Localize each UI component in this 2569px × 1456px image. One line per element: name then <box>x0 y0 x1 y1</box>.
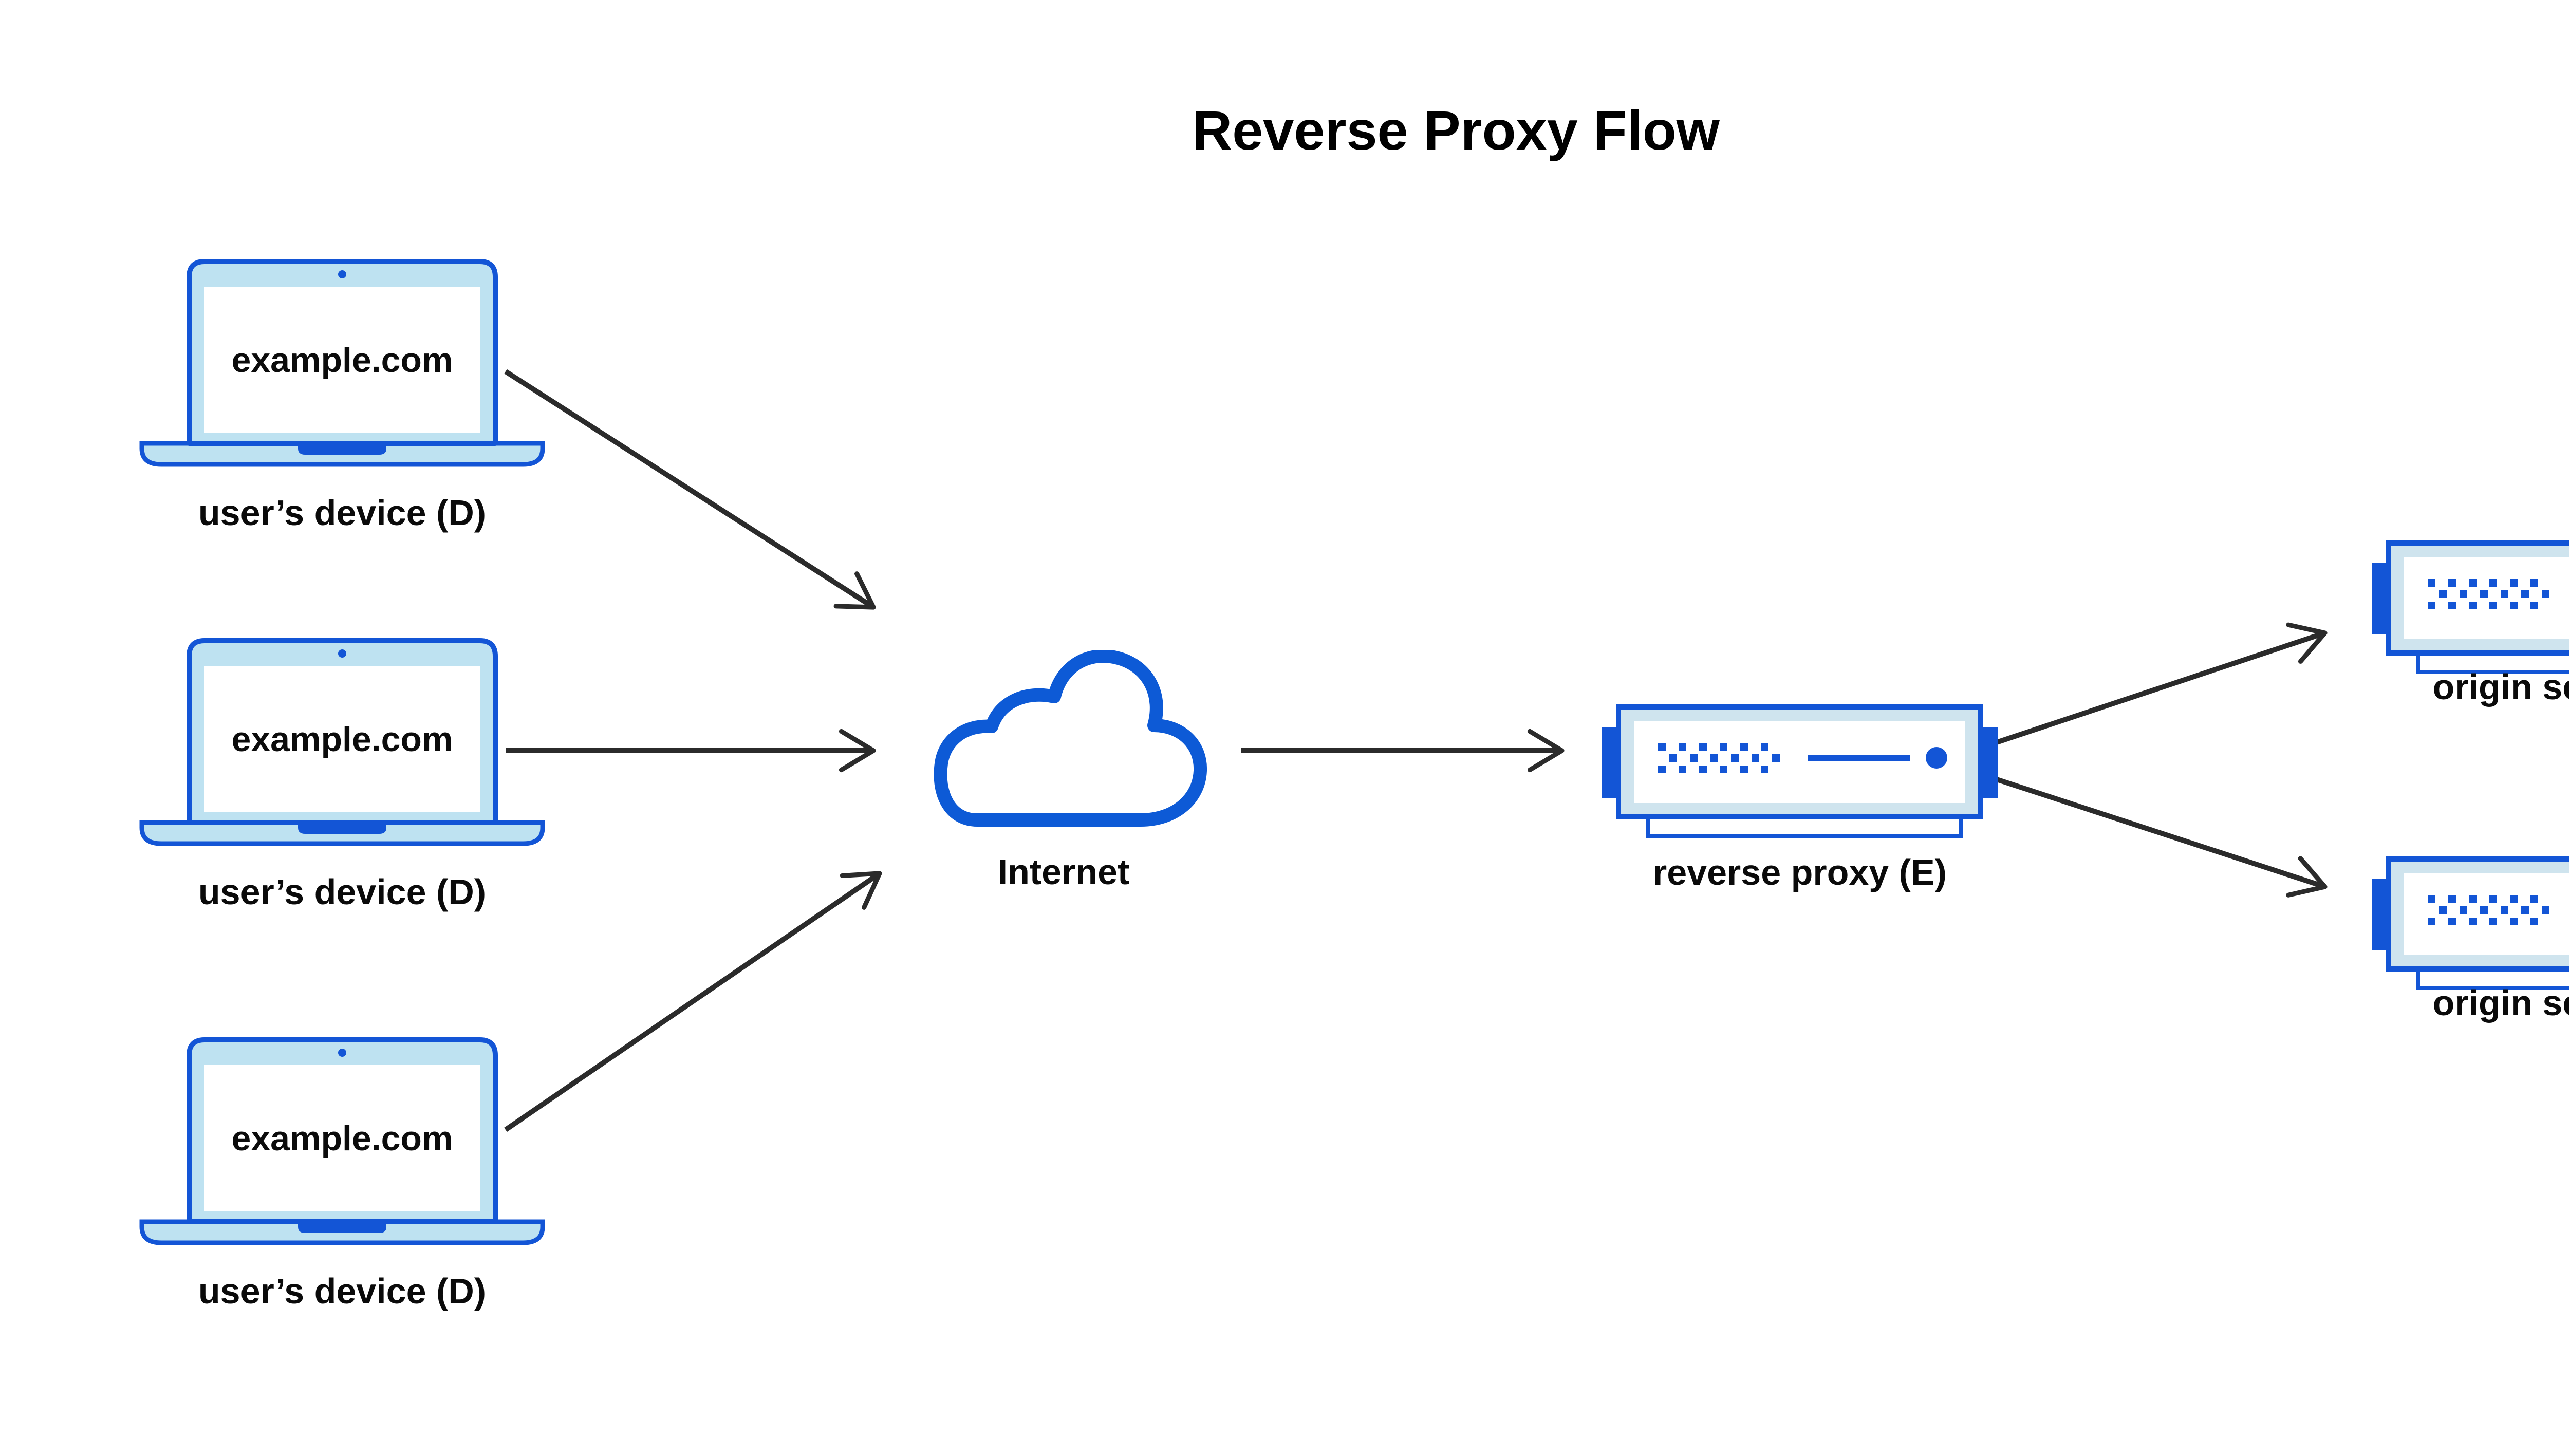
origin-server-node-2: origin server (F) <box>2372 856 2569 1062</box>
device-screen-url: example.com <box>231 340 453 380</box>
device-node-2: example.com user’s device (D) <box>139 638 545 925</box>
device-screen-url: example.com <box>231 719 453 759</box>
arrow-device3-to-internet <box>504 871 882 1132</box>
origin-server-label: origin server (F) <box>2432 983 2569 1023</box>
device-screen-url: example.com <box>231 1118 453 1158</box>
device-node-1: example.com user’s device (D) <box>139 258 545 546</box>
reverse-proxy-node: reverse proxy (E) <box>1602 704 1998 930</box>
server-icon <box>1602 704 1998 843</box>
page-title: Reverse Proxy Flow <box>1192 99 1720 161</box>
device-label: user’s device (D) <box>198 493 487 533</box>
origin-server-node-1: origin server (F) <box>2372 540 2569 746</box>
arrow-device1-to-internet <box>504 369 876 610</box>
device-label: user’s device (D) <box>198 1271 487 1311</box>
server-icon <box>2372 856 2569 995</box>
arrow-proxy-to-origin2 <box>1993 776 2328 898</box>
origin-server-label: origin server (F) <box>2432 667 2569 707</box>
internet-node: Internet <box>920 650 1207 918</box>
device-node-3: example.com user’s device (D) <box>139 1037 545 1324</box>
device-label: user’s device (D) <box>198 872 487 912</box>
reverse-proxy-label: reverse proxy (E) <box>1653 852 1947 892</box>
server-icon <box>2372 540 2569 679</box>
cloud-icon <box>934 650 1207 827</box>
internet-label: Internet <box>997 852 1130 892</box>
arrow-proxy-to-origin1 <box>1993 622 2328 746</box>
